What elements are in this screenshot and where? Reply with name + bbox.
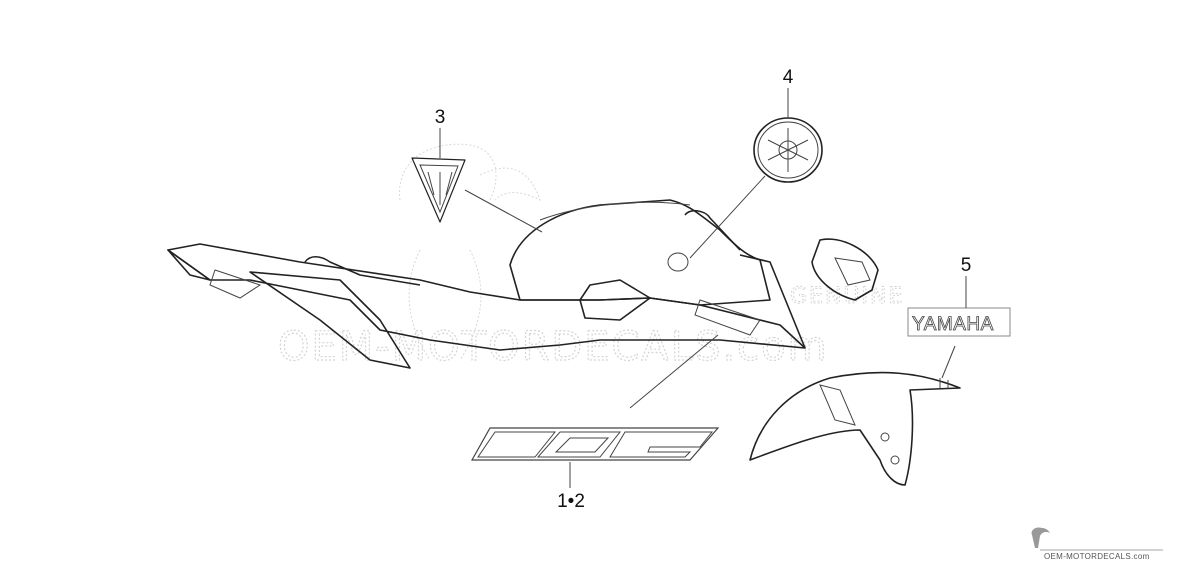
decal-5-yamaha: YAMAHA bbox=[907, 307, 1011, 337]
decal-1-2-mt09 bbox=[470, 427, 720, 461]
callout-5[interactable]: 5 bbox=[961, 255, 972, 276]
leader-lines bbox=[439, 88, 967, 488]
tuning-fork-icon bbox=[767, 128, 809, 172]
watermark: OEM-MOTORDECALS.com GENUINE bbox=[277, 143, 904, 371]
tank-emblem-icon bbox=[667, 252, 689, 272]
tail-section bbox=[167, 243, 806, 369]
callout-3[interactable]: 3 bbox=[435, 107, 446, 128]
footer-logo: OEM-MOTORDECALS.com bbox=[1031, 527, 1163, 561]
callout-4[interactable]: 4 bbox=[783, 67, 794, 88]
decal-5-text: YAMAHA bbox=[912, 314, 994, 335]
front-fender bbox=[749, 371, 961, 486]
front-cowl bbox=[811, 238, 879, 301]
watermark-text: OEM-MOTORDECALS.com bbox=[278, 324, 829, 370]
decal-4-emblem bbox=[753, 117, 823, 183]
fuel-tank bbox=[509, 199, 806, 349]
footer-logo-text: OEM-MOTORDECALS.com bbox=[1044, 552, 1150, 561]
callout-1-2[interactable]: 1•2 bbox=[557, 491, 585, 512]
watermark-small-text: GENUINE bbox=[790, 284, 904, 309]
decal-3-mt-emblem bbox=[411, 157, 466, 223]
bird-logo-icon bbox=[1031, 527, 1050, 548]
